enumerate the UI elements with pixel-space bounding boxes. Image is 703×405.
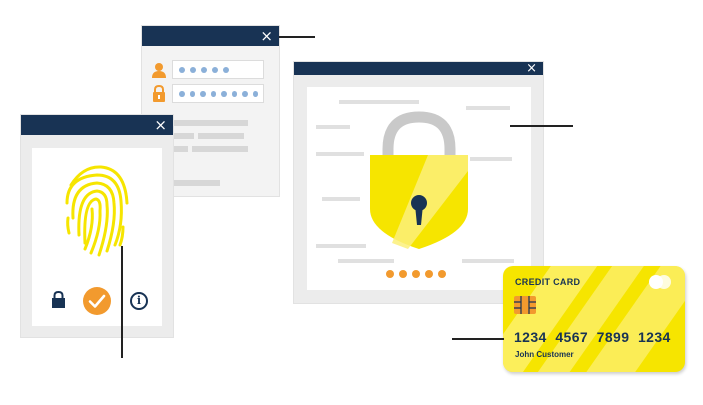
- password-lock-icon: [153, 85, 165, 102]
- credit-card: CREDIT CARD 1234 4567 7899 1234 John Cus…: [503, 266, 685, 372]
- card-holder: John Customer: [515, 350, 574, 359]
- card-title: CREDIT CARD: [515, 277, 581, 287]
- placeholder-line: [174, 120, 248, 126]
- password-field[interactable]: [173, 85, 263, 102]
- placeholder-line: [316, 152, 364, 156]
- login-window-titlebar: [142, 26, 279, 46]
- placeholder-line: [192, 146, 248, 152]
- lock-window-titlebar: [294, 62, 543, 75]
- fingerprint-icon: [65, 165, 129, 257]
- check-icon[interactable]: [83, 287, 111, 315]
- lock-window: ×: [294, 61, 543, 303]
- callout-line-fingerprint: [121, 246, 123, 358]
- padlock-icon: [370, 111, 468, 249]
- chip-icon: [514, 296, 536, 314]
- placeholder-line: [470, 157, 512, 161]
- card-logo-icon: [649, 275, 671, 289]
- username-field[interactable]: [173, 61, 263, 78]
- placeholder-line: [466, 106, 510, 110]
- placeholder-line: [316, 244, 366, 248]
- placeholder-line: [198, 133, 244, 139]
- user-icon: [152, 63, 166, 78]
- info-icon[interactable]: i: [130, 292, 148, 310]
- placeholder-line: [174, 133, 194, 139]
- placeholder-line: [462, 259, 514, 263]
- placeholder-line: [174, 146, 188, 152]
- close-icon[interactable]: ×: [526, 61, 537, 76]
- pin-dots: [386, 270, 446, 278]
- callout-line-login: [279, 36, 315, 38]
- lock-icon[interactable]: [51, 291, 66, 308]
- card-number: 1234 4567 7899 1234: [514, 329, 671, 345]
- placeholder-line: [338, 259, 394, 263]
- close-icon[interactable]: ×: [260, 27, 273, 45]
- placeholder-line: [339, 100, 419, 104]
- close-icon[interactable]: ×: [154, 116, 167, 134]
- placeholder-line: [174, 180, 220, 186]
- callout-line-card: [452, 338, 504, 340]
- callout-line-lock: [510, 125, 573, 127]
- fingerprint-window-titlebar: [21, 115, 173, 135]
- fingerprint-window: × i: [21, 115, 173, 337]
- placeholder-line: [322, 197, 360, 201]
- placeholder-line: [316, 125, 350, 129]
